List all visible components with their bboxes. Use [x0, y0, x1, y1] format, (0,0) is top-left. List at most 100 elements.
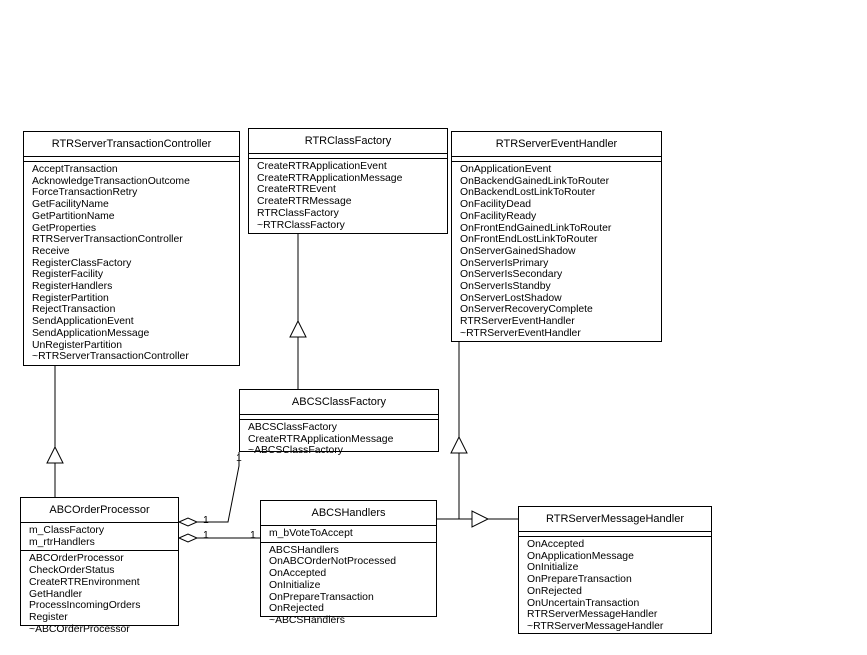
method-item: OnBackendLostLinkToRouter [460, 187, 596, 199]
class-abcs-handlers[interactable]: ABCSHandlers m_bVoteToAccept ABCSHandler… [260, 500, 437, 626]
generalization-arrow-event [450, 435, 468, 454]
method-item: OnFrontEndGainedLinkToRouter [460, 222, 612, 234]
class-rtr-class-factory[interactable]: RTRClassFactory CreateRTRApplicationEven… [248, 128, 448, 234]
method-item: RegisterFacility [32, 269, 104, 281]
method-item: ABCSClassFactory [248, 422, 337, 433]
method-item: RTRClassFactory [257, 207, 339, 219]
method-item: GetPartitionName [32, 210, 115, 222]
attribute-item: m_ClassFactory [29, 525, 105, 536]
method-item: OnFrontEndLostLinkToRouter [460, 234, 598, 246]
method-item: OnBackendGainedLinkToRouter [460, 175, 610, 187]
method-item: OnPrepareTransaction [527, 574, 632, 586]
method-item: ~ABCSHandlers [269, 614, 345, 626]
attributes-section [249, 154, 447, 159]
class-name: RTRClassFactory [249, 129, 447, 154]
method-item: RegisterPartition [32, 292, 109, 304]
multiplicity-handlers-processor-end: 1 [203, 530, 209, 541]
method-item: ~RTRClassFactory [257, 219, 345, 231]
method-item: ~ABCSClassFactory [248, 445, 343, 457]
method-item: OnFacilityReady [460, 210, 537, 222]
method-item: OnAccepted [527, 539, 585, 550]
method-item: CreateRTREvent [257, 184, 336, 196]
method-item: CreateRTREnvironment [29, 576, 140, 588]
class-name: ABCSHandlers [261, 501, 436, 526]
method-item: RegisterHandlers [32, 281, 113, 293]
method-item: RTRServerEventHandler [460, 316, 575, 328]
aggregation-diamond-handlers [177, 533, 199, 543]
method-item: ProcessIncomingOrders [29, 600, 141, 612]
method-item: AcknowledgeTransactionOutcome [32, 175, 190, 187]
method-item: OnApplicationMessage [527, 550, 634, 562]
class-name: RTRServerTransactionController [24, 132, 239, 157]
attributes-section [24, 157, 239, 162]
method-item: CreateRTRApplicationMessage [257, 172, 403, 184]
method-item: OnABCOrderNotProcessed [269, 556, 397, 568]
class-name: RTRServerEventHandler [452, 132, 661, 157]
method-item: ABCOrderProcessor [29, 553, 124, 565]
method-item: OnApplicationEvent [460, 164, 552, 175]
method-item: ~RTRServerTransactionController [32, 351, 189, 363]
method-item: CheckOrderStatus [29, 565, 115, 577]
attributes-section [452, 157, 661, 162]
method-item: UnRegisterPartition [32, 339, 123, 351]
method-item: OnAccepted [269, 568, 327, 580]
method-item: CreateRTRApplicationMessage [248, 433, 394, 445]
method-item: OnServerGainedShadow [460, 245, 576, 257]
method-item: OnServerIsSecondary [460, 269, 563, 281]
method-item: ~RTRServerMessageHandler [527, 620, 664, 632]
method-item: SendApplicationEvent [32, 316, 134, 328]
method-item: RejectTransaction [32, 304, 116, 316]
multiplicity-factory-processor-end: 1 [203, 515, 209, 526]
class-name: RTRServerMessageHandler [519, 507, 711, 532]
multiplicity-factory-end: 1 [236, 453, 242, 464]
method-item: OnServerLostShadow [460, 292, 562, 304]
generalization-arrow-message [471, 510, 490, 528]
attributes-section [519, 532, 711, 537]
class-name: ABCOrderProcessor [21, 498, 178, 523]
generalization-arrow-factory [289, 319, 307, 338]
method-item: AcceptTransaction [32, 164, 118, 175]
attribute-item: m_rtrHandlers [29, 536, 95, 548]
attribute-item: m_bVoteToAccept [269, 528, 353, 539]
generalization-arrow-processor [46, 445, 64, 464]
class-rtr-server-event-handler[interactable]: RTRServerEventHandler OnApplicationEvent… [451, 131, 662, 342]
method-item: OnServerRecoveryComplete [460, 304, 593, 316]
class-name: ABCSClassFactory [240, 390, 438, 415]
method-item: GetHandler [29, 588, 83, 600]
method-item: RTRServerTransactionController [32, 234, 183, 246]
aggregation-line-factory [197, 452, 240, 523]
method-item: CreateRTRApplicationEvent [257, 161, 387, 172]
method-item: OnRejected [527, 585, 582, 597]
method-item: OnInitialize [527, 562, 579, 574]
multiplicity-handlers-end: 1 [250, 530, 256, 541]
method-item: ~ABCOrderProcessor [29, 623, 130, 635]
attributes-section [240, 415, 438, 420]
class-rtr-server-transaction-controller[interactable]: RTRServerTransactionController AcceptTra… [23, 131, 240, 366]
method-item: ~RTRServerEventHandler [460, 327, 581, 339]
method-item: OnInitialize [269, 579, 321, 591]
method-item: OnServerIsPrimary [460, 257, 549, 269]
method-item: RegisterClassFactory [32, 257, 132, 269]
method-item: OnFacilityDead [460, 199, 532, 211]
method-item: Register [29, 611, 68, 623]
method-item: SendApplicationMessage [32, 327, 150, 339]
method-item: GetFacilityName [32, 199, 109, 211]
method-item: OnUncertainTransaction [527, 597, 640, 609]
attributes-section: m_bVoteToAccept [261, 526, 436, 543]
method-item: ABCSHandlers [269, 544, 339, 556]
method-item: Receive [32, 245, 70, 257]
method-item: OnPrepareTransaction [269, 591, 374, 603]
method-item: CreateRTRMessage [257, 196, 352, 208]
method-item: GetProperties [32, 222, 97, 234]
